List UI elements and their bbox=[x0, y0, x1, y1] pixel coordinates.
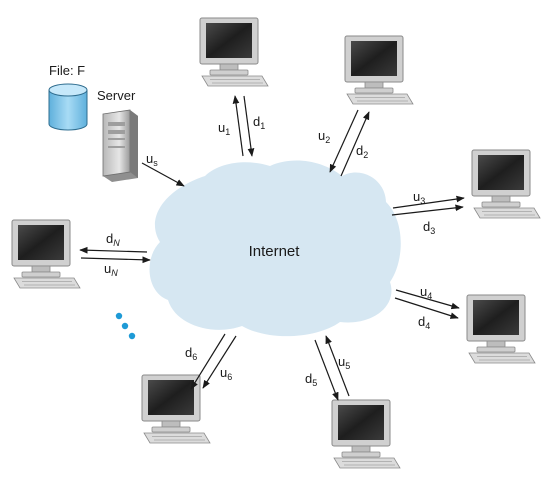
peer-6-computer-icon bbox=[141, 374, 211, 444]
peer-5-download-arrow bbox=[314, 339, 339, 401]
peer-3-computer-icon bbox=[471, 149, 541, 219]
server-upload-label: us bbox=[146, 151, 158, 168]
peer-n-download-arrow bbox=[79, 246, 148, 254]
more-peers-ellipsis-icon bbox=[115, 312, 136, 340]
peer-3-upload-arrow bbox=[392, 195, 465, 209]
file-database-icon bbox=[48, 83, 88, 131]
server-upload-arrow bbox=[141, 162, 185, 187]
peer-5-download-label: d5 bbox=[305, 371, 317, 388]
peer-1-upload-arrow bbox=[232, 95, 244, 157]
internet-cloud bbox=[149, 160, 401, 337]
peer-6-upload-label: u6 bbox=[220, 365, 232, 382]
peer-1-download-label: d1 bbox=[253, 114, 265, 131]
internet-label: Internet bbox=[249, 243, 301, 260]
peer-2-download-arrow bbox=[340, 111, 370, 177]
peer-5-computer-icon bbox=[331, 399, 401, 469]
peer-3-upload-label: u3 bbox=[413, 189, 425, 206]
peer-6-upload-arrow bbox=[202, 335, 237, 389]
peer-4-download-label: d4 bbox=[418, 314, 430, 331]
peer-1-computer-icon bbox=[199, 17, 269, 87]
peer-4-upload-label: u4 bbox=[420, 284, 432, 301]
peer-3-download-arrow bbox=[391, 204, 464, 216]
peer-1-upload-label: u1 bbox=[218, 120, 230, 137]
peer-n-upload-label: uN bbox=[104, 261, 118, 278]
server-tower-icon bbox=[102, 109, 138, 182]
peer-n-upload-arrow bbox=[80, 256, 151, 264]
peer-n-download-label: dN bbox=[106, 231, 120, 248]
peer-2-download-label: d2 bbox=[356, 143, 368, 160]
peer-5-upload-arrow bbox=[325, 335, 350, 397]
peer-3-download-label: d3 bbox=[423, 219, 435, 236]
peer-6-download-arrow bbox=[190, 333, 226, 390]
peer-6-download-label: d6 bbox=[185, 345, 197, 362]
peer-1-download-arrow bbox=[243, 95, 255, 157]
peer-2-computer-icon bbox=[344, 35, 414, 105]
peer-4-computer-icon bbox=[466, 294, 536, 364]
peer-n-computer-icon bbox=[11, 219, 81, 289]
file-label: File: F bbox=[49, 63, 85, 78]
server-label: Server bbox=[97, 88, 136, 103]
peer-2-upload-arrow bbox=[329, 109, 359, 173]
peer-4-download-arrow bbox=[394, 297, 459, 319]
peer-4-upload-arrow bbox=[395, 289, 460, 310]
peer-5-upload-label: u5 bbox=[338, 354, 350, 371]
peer-2-upload-label: u2 bbox=[318, 128, 330, 145]
